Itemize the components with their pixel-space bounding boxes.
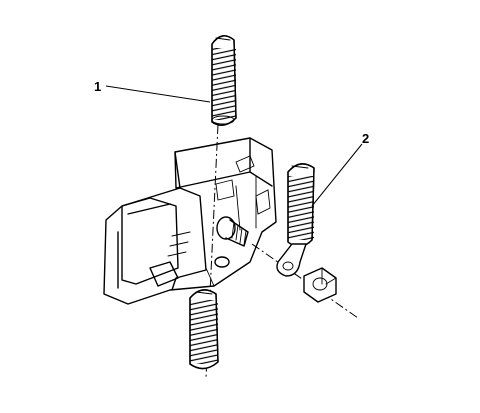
hex-nut bbox=[303, 267, 337, 303]
upper-stud bbox=[211, 35, 237, 126]
lower-stud bbox=[189, 289, 219, 370]
bracket-body bbox=[103, 137, 277, 305]
terminal-stud bbox=[276, 163, 315, 277]
callout-2-label: 2 bbox=[362, 131, 370, 146]
callout-1-label: 1 bbox=[94, 79, 102, 94]
callout-1-leader bbox=[105, 85, 211, 103]
spring-plunger bbox=[214, 216, 249, 268]
callout-2-leader bbox=[311, 143, 363, 207]
